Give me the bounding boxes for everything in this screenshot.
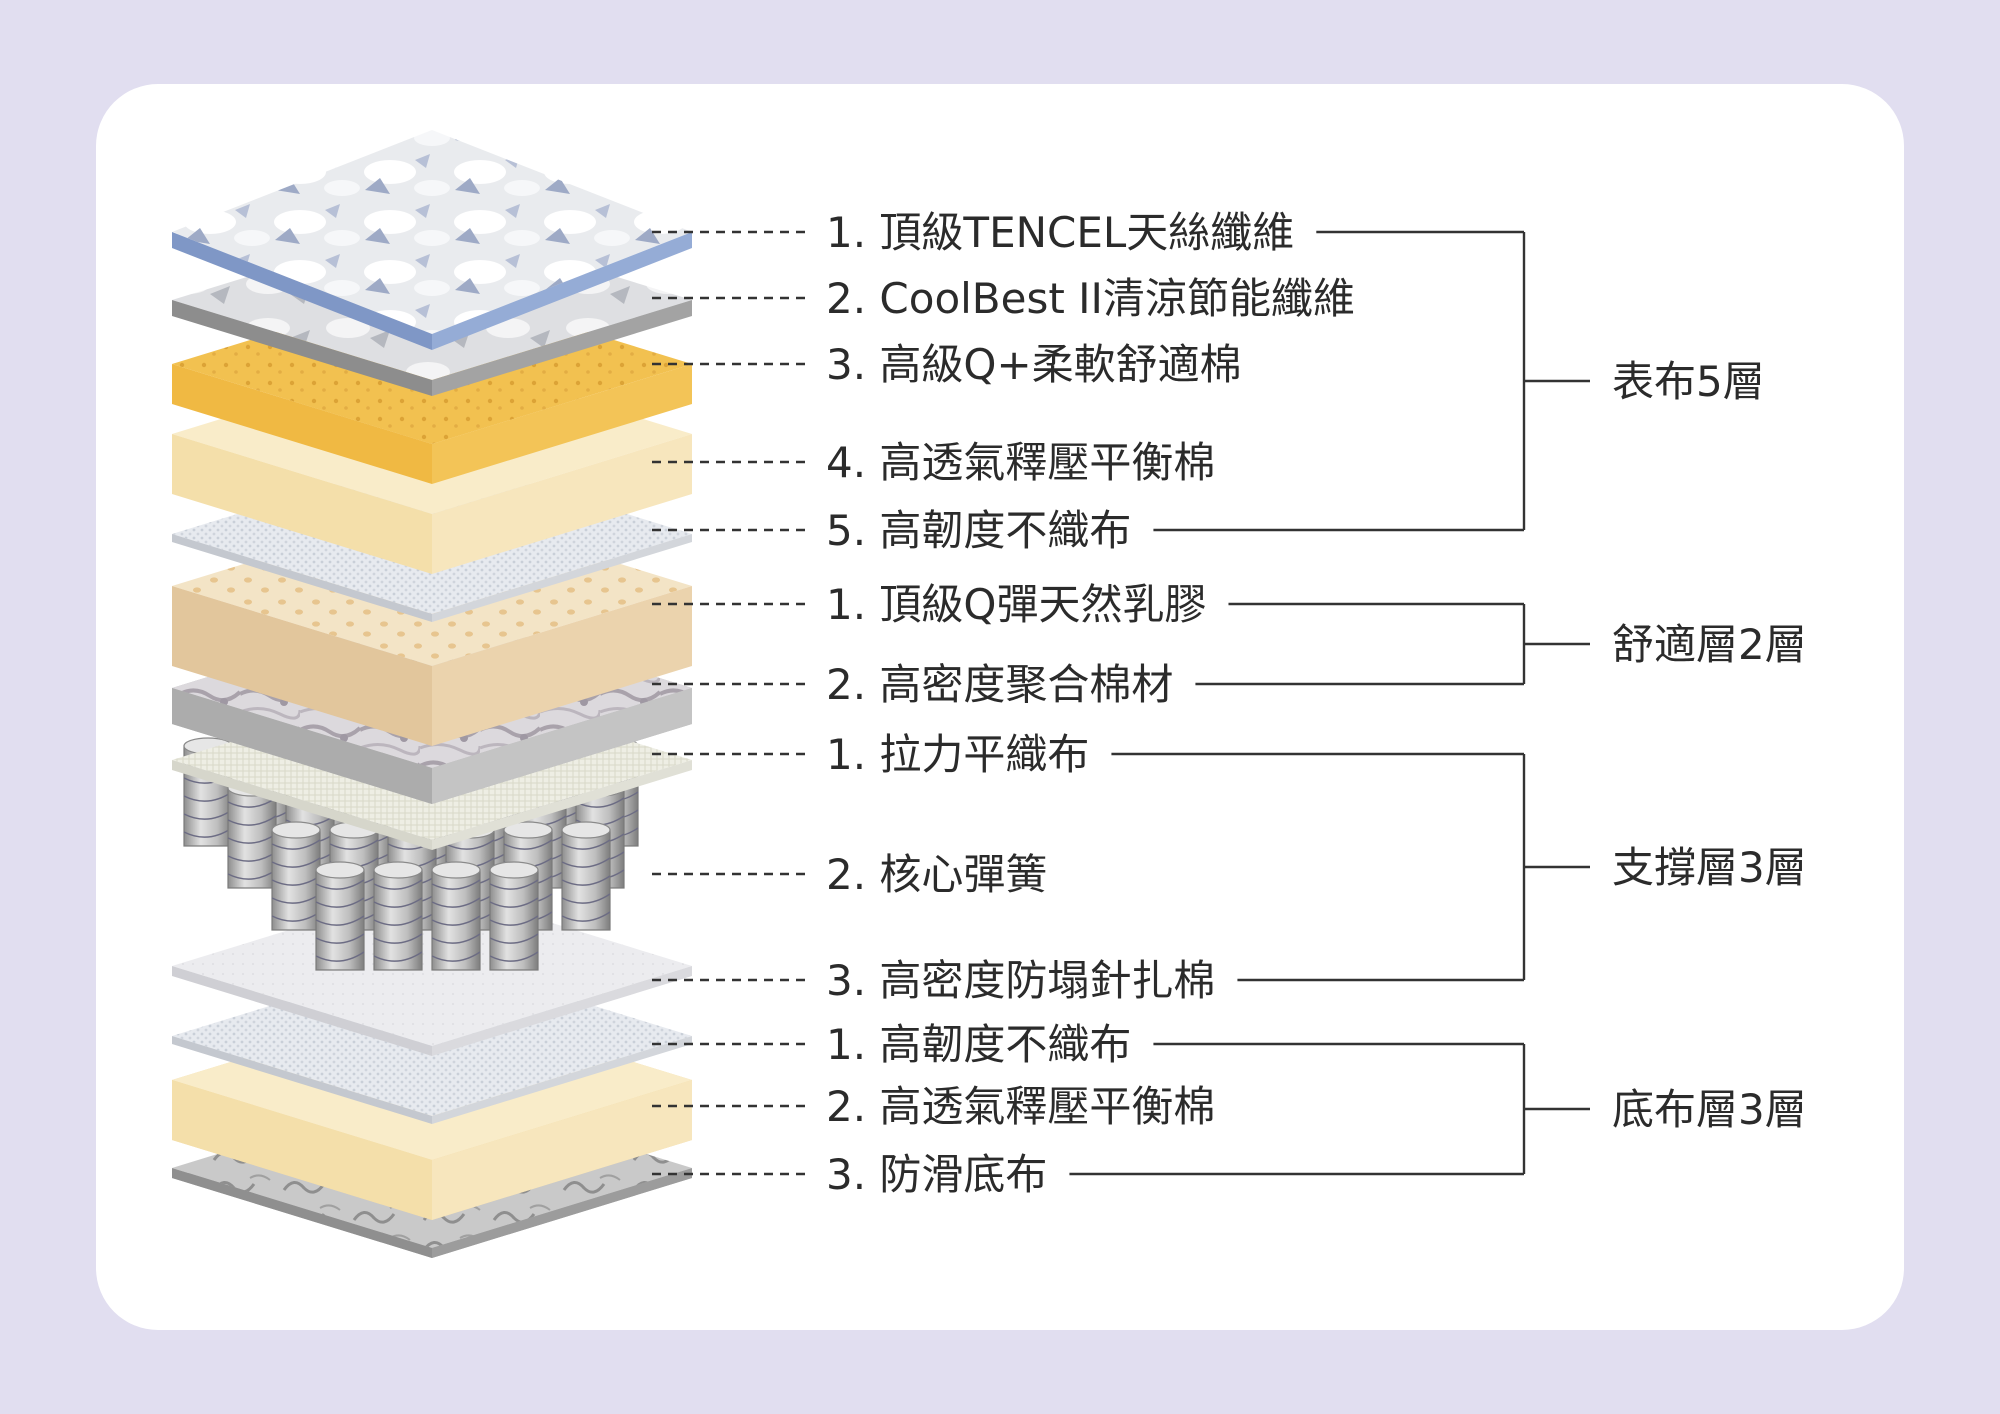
layer-label: 2. CoolBest II清涼節能纖維 [826,274,1355,323]
label-column: 1. 頂級TENCEL天絲纖維 2. CoolBest II清涼節能纖維 3. 高級… [652,208,1355,1199]
layer-label: 2. 核心彈簧 [826,850,1047,899]
spring-coil [431,861,481,971]
group-label: 支撐層3層 [1612,843,1807,892]
layer-label: 2. 高透氣釋壓平衡棉 [826,1082,1215,1131]
group-label: 表布5層 [1612,357,1765,406]
layer-label: 4. 高透氣釋壓平衡棉 [826,438,1215,487]
layer-label: 1. 高韌度不織布 [826,1020,1131,1069]
layer-label: 1. 頂級Q彈天然乳膠 [826,580,1206,629]
group-label: 底布層3層 [1612,1085,1807,1134]
layer-label: 3. 高密度防塌針扎棉 [826,956,1215,1005]
spring-coil [561,821,611,931]
spring-coil [315,861,365,971]
spring-coil [271,821,321,931]
layer-label: 3. 高級Q+柔軟舒適棉 [826,340,1242,389]
spring-coil [373,861,423,971]
layer-label: 1. 頂級TENCEL天絲纖維 [826,208,1294,257]
layer-label: 3. 防滑底布 [826,1150,1047,1199]
layer-label: 1. 拉力平織布 [826,730,1089,779]
layer-label: 2. 高密度聚合棉材 [826,660,1173,709]
layer-tencel-fiber [172,130,692,350]
layer-label: 5. 高韌度不織布 [826,506,1131,555]
group-label: 舒適層2層 [1612,620,1807,669]
spring-coil [489,861,539,971]
